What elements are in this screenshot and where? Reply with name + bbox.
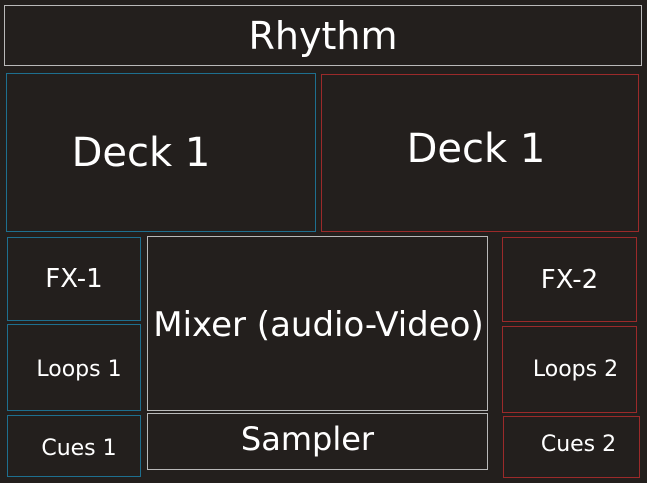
loops-2-panel[interactable]: Loops 2 [502, 326, 637, 413]
deck-1-panel-right[interactable]: Deck 1 [321, 74, 639, 232]
app-title-panel: Rhythm [4, 5, 642, 66]
cues-2-panel[interactable]: Cues 2 [503, 416, 640, 478]
cues-2-label: Cues 2 [540, 432, 617, 457]
deck-1-panel-left[interactable]: Deck 1 [6, 73, 316, 232]
loops-1-panel[interactable]: Loops 1 [7, 324, 141, 411]
cues-1-panel[interactable]: Cues 1 [7, 415, 141, 477]
fx-2-panel[interactable]: FX-2 [502, 237, 637, 322]
deck-1-label-right: Deck 1 [406, 126, 546, 172]
deck-1-label-left: Deck 1 [71, 129, 211, 176]
mixer-panel[interactable]: Mixer (audio-Video) [147, 236, 488, 411]
cues-1-label: Cues 1 [41, 436, 117, 461]
app-title: Rhythm [248, 13, 398, 58]
mixer-label: Mixer (audio-Video) [153, 304, 484, 345]
sampler-label: Sampler [240, 419, 375, 458]
fx-1-label: FX-1 [45, 264, 103, 294]
fx-1-panel[interactable]: FX-1 [7, 237, 141, 321]
loops-1-label: Loops 1 [36, 356, 122, 382]
loops-2-label: Loops 2 [532, 356, 619, 382]
fx-2-label: FX-2 [540, 264, 599, 295]
sampler-panel[interactable]: Sampler [147, 413, 488, 470]
